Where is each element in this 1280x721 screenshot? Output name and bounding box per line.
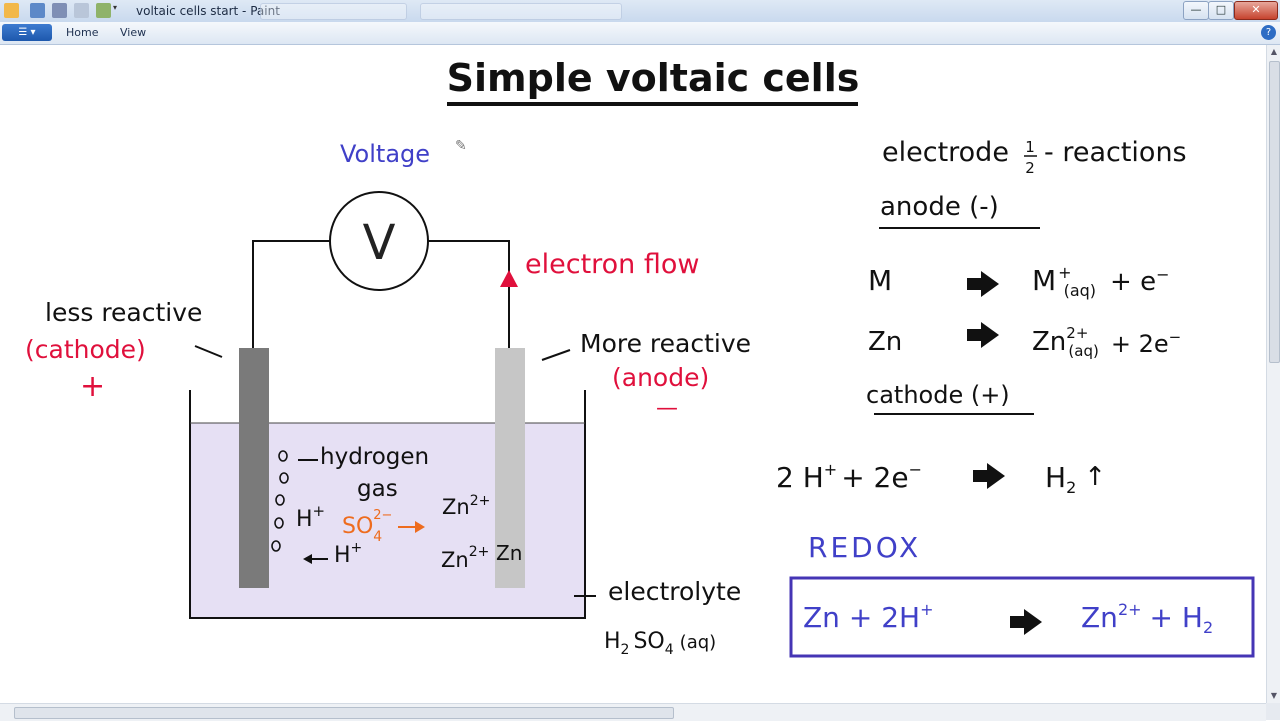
redox-right: Zn2++ H2 [1081,600,1213,637]
undo-icon[interactable] [30,3,45,18]
paint-app-icon[interactable] [4,3,19,18]
electron-flow-arrowhead [500,270,518,287]
reaction-1-right: M+(aq)+ e− [1032,263,1169,300]
minimize-button[interactable]: — [1183,1,1209,20]
anode-electrode [495,348,525,588]
tab-home[interactable]: Home [66,26,99,39]
anode-label: (anode) [612,363,709,392]
reaction-3-arrow [973,463,1005,489]
h-plus-ion-lower: H+ [334,540,362,568]
sulfate-ion: SO42− [342,508,392,545]
reaction-2-left: Zn [868,327,902,357]
ribbon-bar: ☰ ▾ Home View ? [0,22,1280,45]
circuit-wire [252,240,331,348]
close-button[interactable]: ✕ [1234,1,1278,20]
reaction-1-left: M [868,264,892,297]
dropdown-icon[interactable]: ▾ [113,3,118,12]
anode-pointer [541,349,571,361]
drawing-title: Simple voltaic cells [447,56,860,100]
pencil-icon: ✎ [455,138,467,154]
horizontal-scroll-thumb[interactable] [14,707,674,719]
horizontal-scrollbar[interactable] [0,703,1266,721]
zn-ion-upper: Zn2+ [442,493,490,519]
h-plus-ion: H+ [296,502,325,532]
cathode-sign: + [80,369,105,404]
hydrogen-bubbles [271,450,289,552]
paint-menu-button[interactable]: ☰ ▾ [2,24,52,41]
less-reactive-label: less reactive [45,298,202,327]
voltage-label: Voltage [340,140,430,168]
drawing-canvas[interactable]: Simple voltaic cells Voltage ✎ V electro… [0,45,1266,703]
circuit-wire [428,240,510,348]
hydrogen-label: hydrogen [320,444,429,470]
reaction-2-arrow [967,322,999,348]
redox-title: REDOX [808,531,921,564]
gas-label: gas [357,476,398,502]
electrolyte-label: electrolyte [608,577,741,606]
redox-left: Zn + 2H+ [803,600,933,634]
reaction-1-arrow [967,271,999,297]
window-title: voltaic cells start - Paint [136,4,280,18]
vertical-scrollbar[interactable]: ▲ ▼ [1266,45,1280,703]
cathode-pointer [194,345,223,358]
zn-electrode-label: Zn [496,541,522,565]
cathode-electrode [239,348,269,588]
reaction-2-right: Zn2+(aq)+ 2e− [1032,324,1181,360]
sulfate-arrowhead [415,521,425,533]
beaker [189,390,586,619]
voltmeter-symbol: V [363,215,396,271]
scroll-down-icon[interactable]: ▼ [1270,691,1278,700]
redox-box [789,576,1255,658]
anode-sign: — [656,396,678,421]
background-tab [420,3,622,20]
redox-arrow [1010,609,1042,635]
reaction-3-right: H2↑ [1045,461,1106,497]
vertical-scroll-thumb[interactable] [1269,61,1280,363]
tab-view[interactable]: View [120,26,147,39]
save-icon[interactable] [52,3,67,18]
cathode-label: (cathode) [25,335,146,364]
scrollbar-corner [1266,703,1280,720]
scroll-up-icon[interactable]: ▲ [1270,47,1278,56]
half-fraction-numerator: 1 [1025,138,1035,156]
h-plus-arrowhead [303,554,312,564]
cathode-heading: cathode (+) [866,381,1010,409]
anode-heading: anode (-) [880,192,999,222]
notes-heading-suffix: - reactions [1044,137,1187,168]
redo-icon[interactable] [74,3,89,18]
help-icon[interactable]: ? [1261,25,1276,40]
more-reactive-label: More reactive [580,329,751,358]
background-tab [260,3,407,20]
maximize-button[interactable]: □ [1208,1,1234,20]
electron-flow-label: electron flow [525,249,700,280]
zn-ion-lower: Zn2+ [441,544,489,572]
reaction-3-left: 2 H++ 2e− [776,460,922,494]
voltmeter [329,191,429,291]
half-fraction-denominator: 2 [1025,159,1035,177]
customize-toolbar-icon[interactable] [96,3,111,18]
title-bar: ▾ voltaic cells start - Paint — □ ✕ [0,0,1280,23]
notes-heading: electrode [882,137,1009,168]
